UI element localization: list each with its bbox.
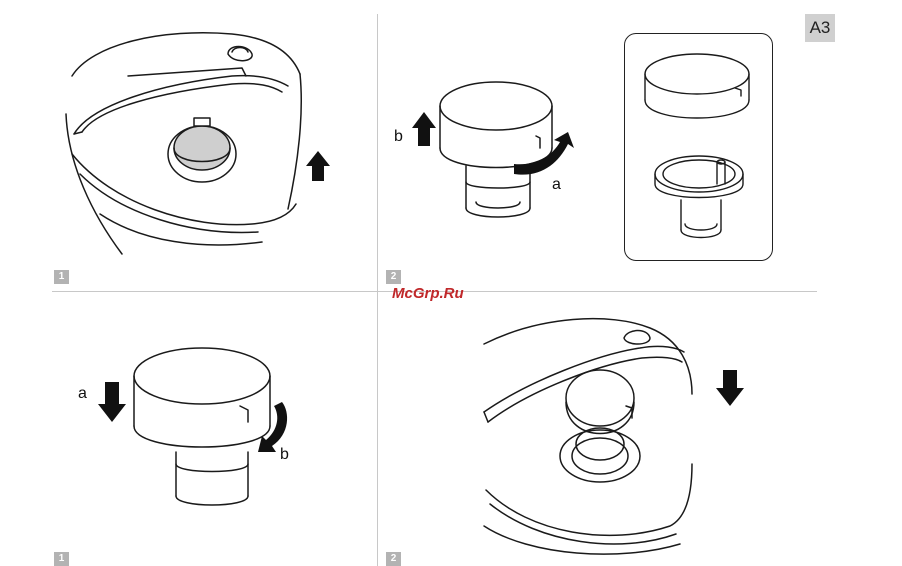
vertical-divider [377,14,378,566]
step-number: 1 [54,552,69,566]
panel-top-2: b a 2 [380,14,620,290]
valve-reinstall-illustration [52,294,374,566]
arrow-icon [98,382,126,422]
arrow-icon [412,112,436,146]
valve-parts-illustration [625,34,772,260]
step-number: 2 [386,270,401,284]
panel-bottom-2: 2 [380,294,820,566]
step-number: 1 [54,270,69,284]
callout-a: a [78,385,87,403]
panel-top-1: 1 [52,14,374,290]
callout-b: b [280,446,289,464]
lid-valve-placed-illustration [380,294,820,566]
panel-bottom-1: a b 1 [52,294,374,566]
section-label: A3 [805,14,835,42]
watermark: McGrp.Ru [392,285,464,302]
valve-removal-illustration [380,14,620,290]
callout-a: a [552,176,561,194]
lid-valve-illustration [52,14,374,290]
detail-box [624,33,773,261]
step-number: 2 [386,552,401,566]
arrow-icon [716,370,744,406]
callout-b: b [394,128,403,146]
arrow-icon [306,151,330,181]
rotate-arrow-icon [514,132,574,175]
rotate-arrow-icon [258,402,287,452]
